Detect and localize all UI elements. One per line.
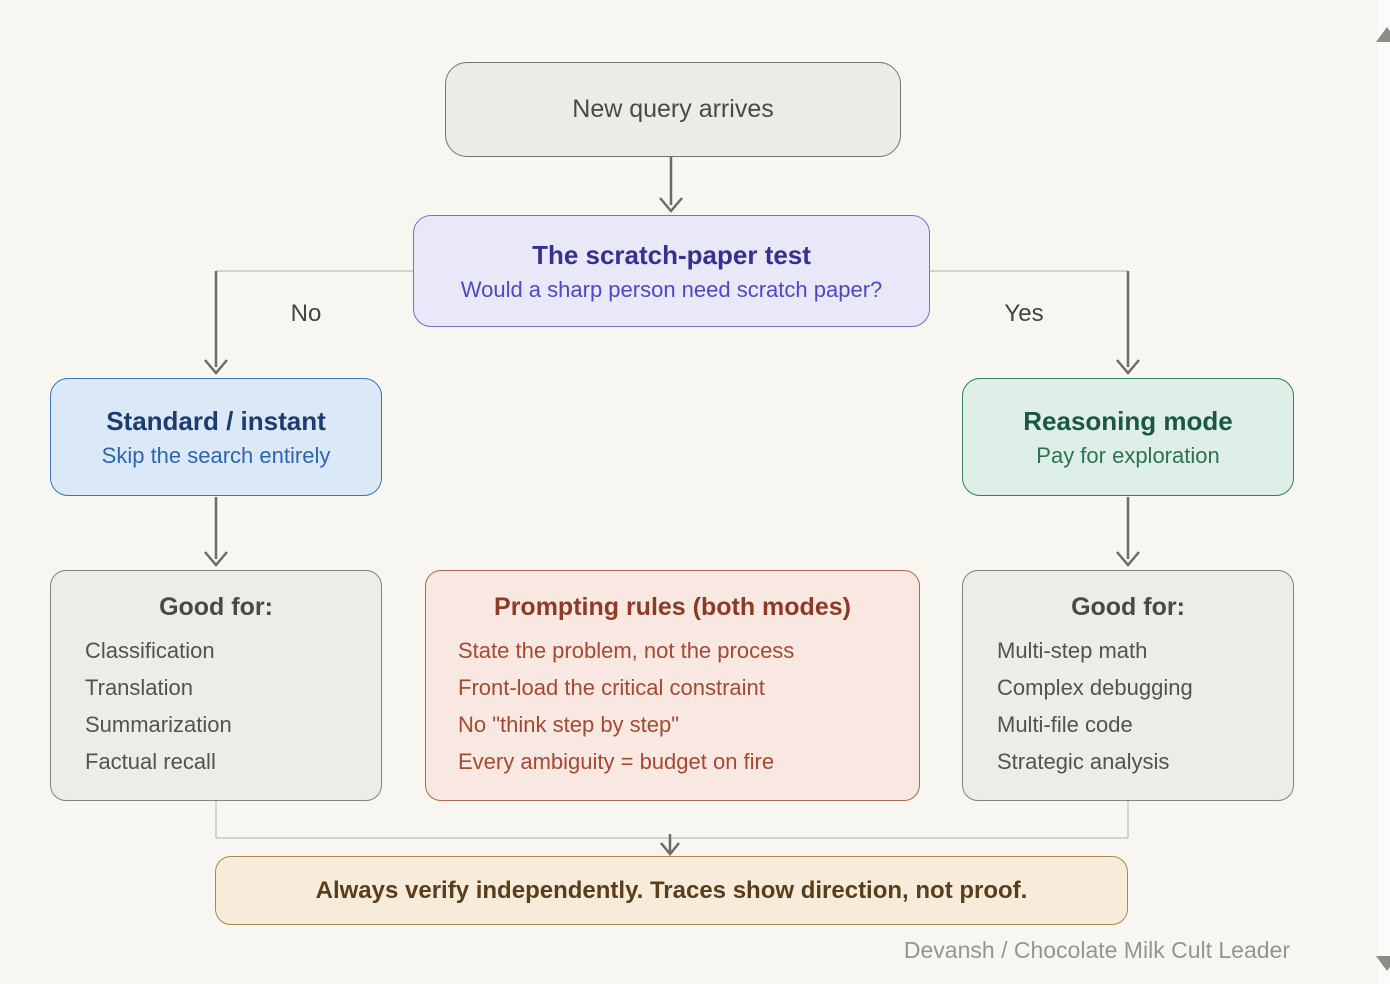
scroll-up-arrow-icon[interactable] bbox=[1376, 27, 1390, 42]
list-item: Classification bbox=[85, 638, 215, 663]
list-item: State the problem, not the process bbox=[458, 638, 795, 663]
list-item: Every ambiguity = budget on fire bbox=[458, 749, 775, 774]
decision-title: The scratch-paper test bbox=[532, 239, 811, 270]
reasoning-mode-subtitle: Pay for exploration bbox=[1036, 442, 1220, 468]
list-item: Multi-step math bbox=[997, 638, 1148, 663]
attribution-text: Devansh / Chocolate Milk Cult Leader bbox=[903, 937, 1290, 963]
prompting-rules-title: Prompting rules (both modes) bbox=[494, 593, 851, 621]
edge-label-yes: Yes bbox=[1004, 300, 1044, 327]
start-node: New query arrives bbox=[445, 62, 901, 157]
good-for-standard-title: Good for: bbox=[159, 593, 273, 621]
good-for-reasoning-title: Good for: bbox=[1071, 593, 1185, 621]
list-item: Summarization bbox=[85, 712, 232, 737]
list-item: Front-load the critical constraint bbox=[458, 675, 765, 700]
list-item: Complex debugging bbox=[997, 675, 1193, 700]
list-item: No "think step by step" bbox=[458, 712, 680, 737]
list-item: Translation bbox=[85, 675, 194, 700]
list-item: Strategic analysis bbox=[997, 749, 1170, 774]
standard-mode-node: Standard / instant Skip the search entir… bbox=[50, 378, 382, 496]
verify-banner-label: Always verify independently. Traces show… bbox=[315, 876, 1028, 904]
scrollbar-track[interactable] bbox=[1376, 0, 1390, 984]
start-node-label: New query arrives bbox=[572, 95, 774, 123]
standard-mode-title: Standard / instant bbox=[106, 405, 326, 436]
standard-mode-subtitle: Skip the search entirely bbox=[101, 442, 331, 468]
decision-node: The scratch-paper test Would a sharp per… bbox=[413, 215, 930, 327]
scroll-down-arrow-icon[interactable] bbox=[1376, 956, 1390, 971]
list-item: Multi-file code bbox=[997, 712, 1133, 737]
decision-subtitle: Would a sharp person need scratch paper? bbox=[460, 276, 883, 302]
reasoning-mode-title: Reasoning mode bbox=[1023, 405, 1233, 436]
good-for-standard-node: Good for: Classification Translation Sum… bbox=[50, 570, 382, 801]
list-item: Factual recall bbox=[85, 749, 216, 774]
good-for-reasoning-node: Good for: Multi-step math Complex debugg… bbox=[962, 570, 1294, 801]
reasoning-mode-node: Reasoning mode Pay for exploration bbox=[962, 378, 1294, 496]
verify-banner-node: Always verify independently. Traces show… bbox=[215, 856, 1128, 925]
prompting-rules-node: Prompting rules (both modes) State the p… bbox=[425, 570, 920, 801]
edge-label-no: No bbox=[290, 300, 322, 327]
